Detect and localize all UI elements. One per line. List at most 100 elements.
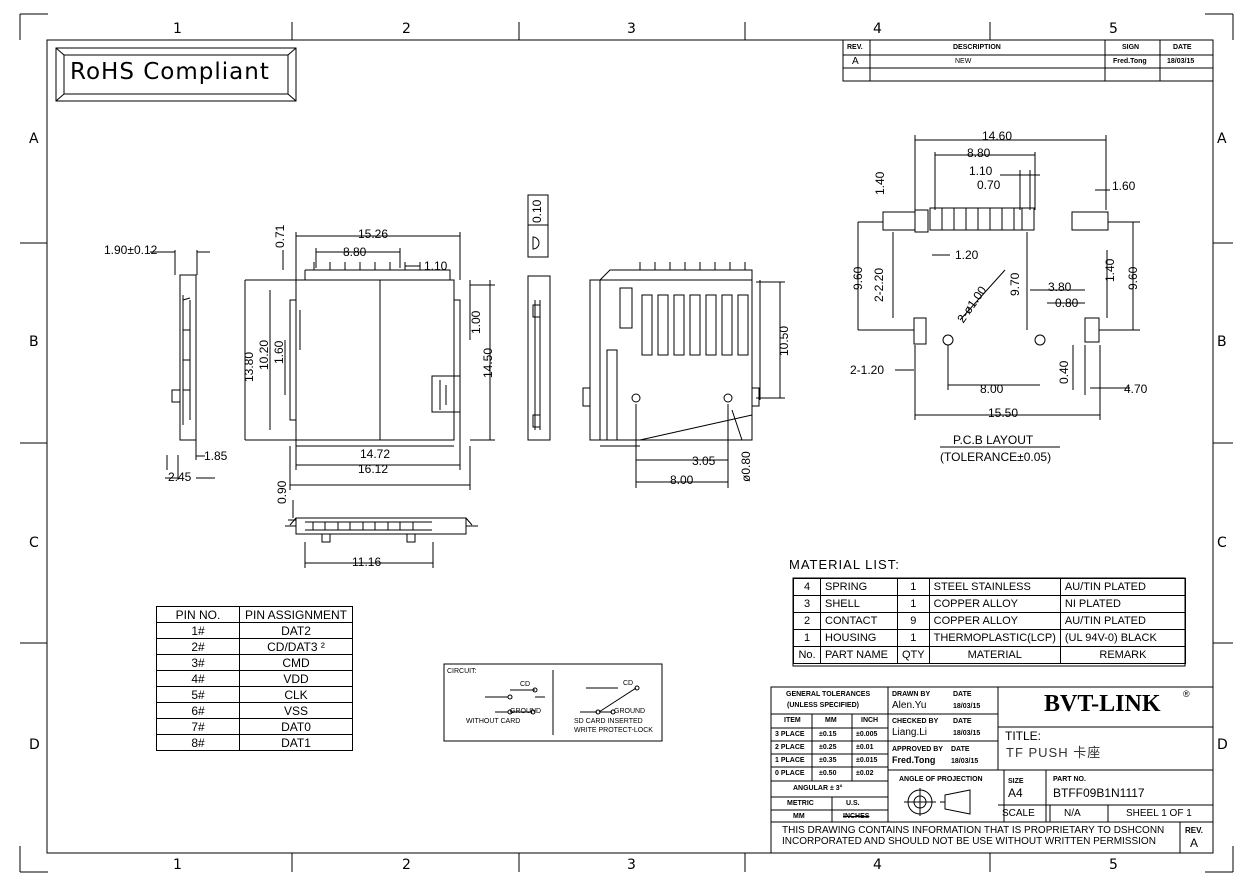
notice-line-1: THIS DRAWING CONTAINS INFORMATION THAT I… xyxy=(782,825,1165,836)
dim-0-10: 0.10 xyxy=(530,199,544,223)
drawn-date-label: DATE xyxy=(953,691,972,698)
date-value: 18/03/15 xyxy=(1167,58,1195,65)
inches-label: INCHES xyxy=(843,813,870,820)
rev-letter: A xyxy=(1190,836,1199,850)
pcb-dim-14-60: 14.60 xyxy=(982,129,1013,143)
checked-by-value: Liang.Li xyxy=(892,727,928,738)
zone-row-a-right: A xyxy=(1217,131,1227,147)
zone-row-b: B xyxy=(29,334,39,350)
size-value: A4 xyxy=(1008,786,1023,800)
pin-row: 4#VDD xyxy=(156,670,353,687)
zone-col-2-bottom: 2 xyxy=(402,857,411,873)
scale-label: SCALE xyxy=(1002,808,1035,819)
pcb-dim-0-40: 0.40 xyxy=(1057,360,1071,384)
brand-logo: BVT-LINK xyxy=(1044,691,1161,717)
dim-11-16: 11.16 xyxy=(352,555,382,569)
pcb-dim-0-80: 0.80 xyxy=(1055,296,1079,310)
pin-header-row: PIN NO.PIN ASSIGNMENT xyxy=(156,606,353,623)
dim-1-60: 1.60 xyxy=(272,340,286,364)
dim-1-00: 1.00 xyxy=(469,310,483,334)
metric-label: METRIC xyxy=(787,800,814,807)
pin-row: 1#DAT2 xyxy=(156,622,353,639)
approved-date-label: DATE xyxy=(951,746,970,753)
pin-row: 6#VSS xyxy=(156,702,353,719)
zone-col-1-bottom: 1 xyxy=(173,857,182,873)
pcb-dim-1-40: 1.40 xyxy=(873,171,887,195)
tol-row-label: 2 PLACE xyxy=(775,744,805,751)
pcb-dim-8-80: 8.80 xyxy=(967,146,991,160)
zone-col-3: 3 xyxy=(627,21,636,37)
notice-line-2: INCORPORATED AND SHOULD NOT BE USE WITHO… xyxy=(782,836,1156,847)
circuit-protect: WRITE PROTECT-LOCK xyxy=(574,727,653,734)
tol-row-inch: ±0.01 xyxy=(856,744,874,751)
approved-by-value: Fred.Tong xyxy=(892,755,936,765)
pcb-dim-3-80: 3.80 xyxy=(1048,280,1072,294)
pin-row: 3#CMD xyxy=(156,654,353,671)
tol-item-header: ITEM xyxy=(784,717,801,724)
partno-label: PART NO. xyxy=(1053,776,1086,783)
description-header: DESCRIPTION xyxy=(953,44,1001,51)
pin-row: 8#DAT1 xyxy=(156,734,353,751)
dim-10-50: 10.50 xyxy=(777,325,791,356)
dim-10-20: 10.20 xyxy=(257,339,271,370)
tol-row-mm: ±0.50 xyxy=(819,770,837,777)
gen-tol-label: GENERAL TOLERANCES xyxy=(786,691,871,698)
dim-14-72: 14.72 xyxy=(360,447,391,461)
angular-label: ANGULAR ± 3° xyxy=(793,785,843,792)
tol-row-mm: ±0.25 xyxy=(819,744,837,751)
dim-thickness: 1.90±0.12 xyxy=(104,243,158,257)
pcb-caption: P.C.B LAYOUT xyxy=(953,433,1034,447)
title-value: TF PUSH 卡座 xyxy=(1006,745,1102,760)
zone-col-4-bottom: 4 xyxy=(873,857,882,873)
dim-3-05: 3.05 xyxy=(692,454,716,468)
circuit-without: WITHOUT CARD xyxy=(466,718,521,725)
dim-14-50: 14.50 xyxy=(481,347,495,378)
unless-label: (UNLESS SPECIFIED) xyxy=(787,702,859,709)
tol-row-label: 1 PLACE xyxy=(775,757,805,764)
pcb-dim-8-00: 8.00 xyxy=(980,382,1004,396)
size-label: SIZE xyxy=(1008,778,1024,785)
dim-8-80: 8.80 xyxy=(343,245,367,259)
pcb-dim-1-20: 1.20 xyxy=(955,248,979,262)
approved-date-value: 18/03/15 xyxy=(951,758,979,765)
material-title: MATERIAL LIST: xyxy=(789,557,900,572)
dim-0-90: 0.90 xyxy=(275,480,289,504)
circuit-cd-1: CD xyxy=(520,681,531,688)
pcb-dim-0-70: 0.70 xyxy=(977,178,1001,192)
pin-row: 5#CLK xyxy=(156,686,353,703)
dim-1-10: 1.10 xyxy=(424,259,448,273)
tol-row-inch: ±0.02 xyxy=(856,770,874,777)
tol-row-inch: ±0.015 xyxy=(856,757,878,764)
pcb-dim-9-60-left: 9.60 xyxy=(851,266,865,290)
zone-row-c: C xyxy=(29,535,39,551)
tol-inch-header: INCH xyxy=(861,717,879,724)
tol-row-label: 3 PLACE xyxy=(775,731,805,738)
zone-col-2: 2 xyxy=(402,21,411,37)
pcb-dim-1-60: 1.60 xyxy=(1112,179,1136,193)
pin-row: 7#DAT0 xyxy=(156,718,353,735)
tol-row-inch: ±0.005 xyxy=(856,731,878,738)
tol-mm-header: MM xyxy=(825,717,837,724)
approved-label: APPROVED BY xyxy=(892,746,943,753)
zone-row-a: A xyxy=(29,131,39,147)
rev-header: REV. xyxy=(847,44,863,51)
pin-row: 2#CD/DAT3 ² xyxy=(156,638,353,655)
zone-col-5: 5 xyxy=(1109,21,1118,37)
scale-value: N/A xyxy=(1064,808,1081,819)
zone-row-d: D xyxy=(29,737,40,753)
pcb-dim-4-70: 4.70 xyxy=(1124,382,1148,396)
drawn-date-value: 18/03/15 xyxy=(953,703,981,710)
checked-label: CHECKED BY xyxy=(892,718,939,725)
tol-row-label: 0 PLACE xyxy=(775,770,805,777)
circuit-title: CIRCUIT: xyxy=(447,668,477,675)
zone-row-c-right: C xyxy=(1217,535,1227,551)
sign-header: SIGN xyxy=(1122,44,1140,51)
pcb-dim-9-60-right: 9.60 xyxy=(1126,266,1140,290)
dim-8-00: 8.00 xyxy=(670,473,694,487)
registered-icon: ® xyxy=(1183,689,1190,699)
